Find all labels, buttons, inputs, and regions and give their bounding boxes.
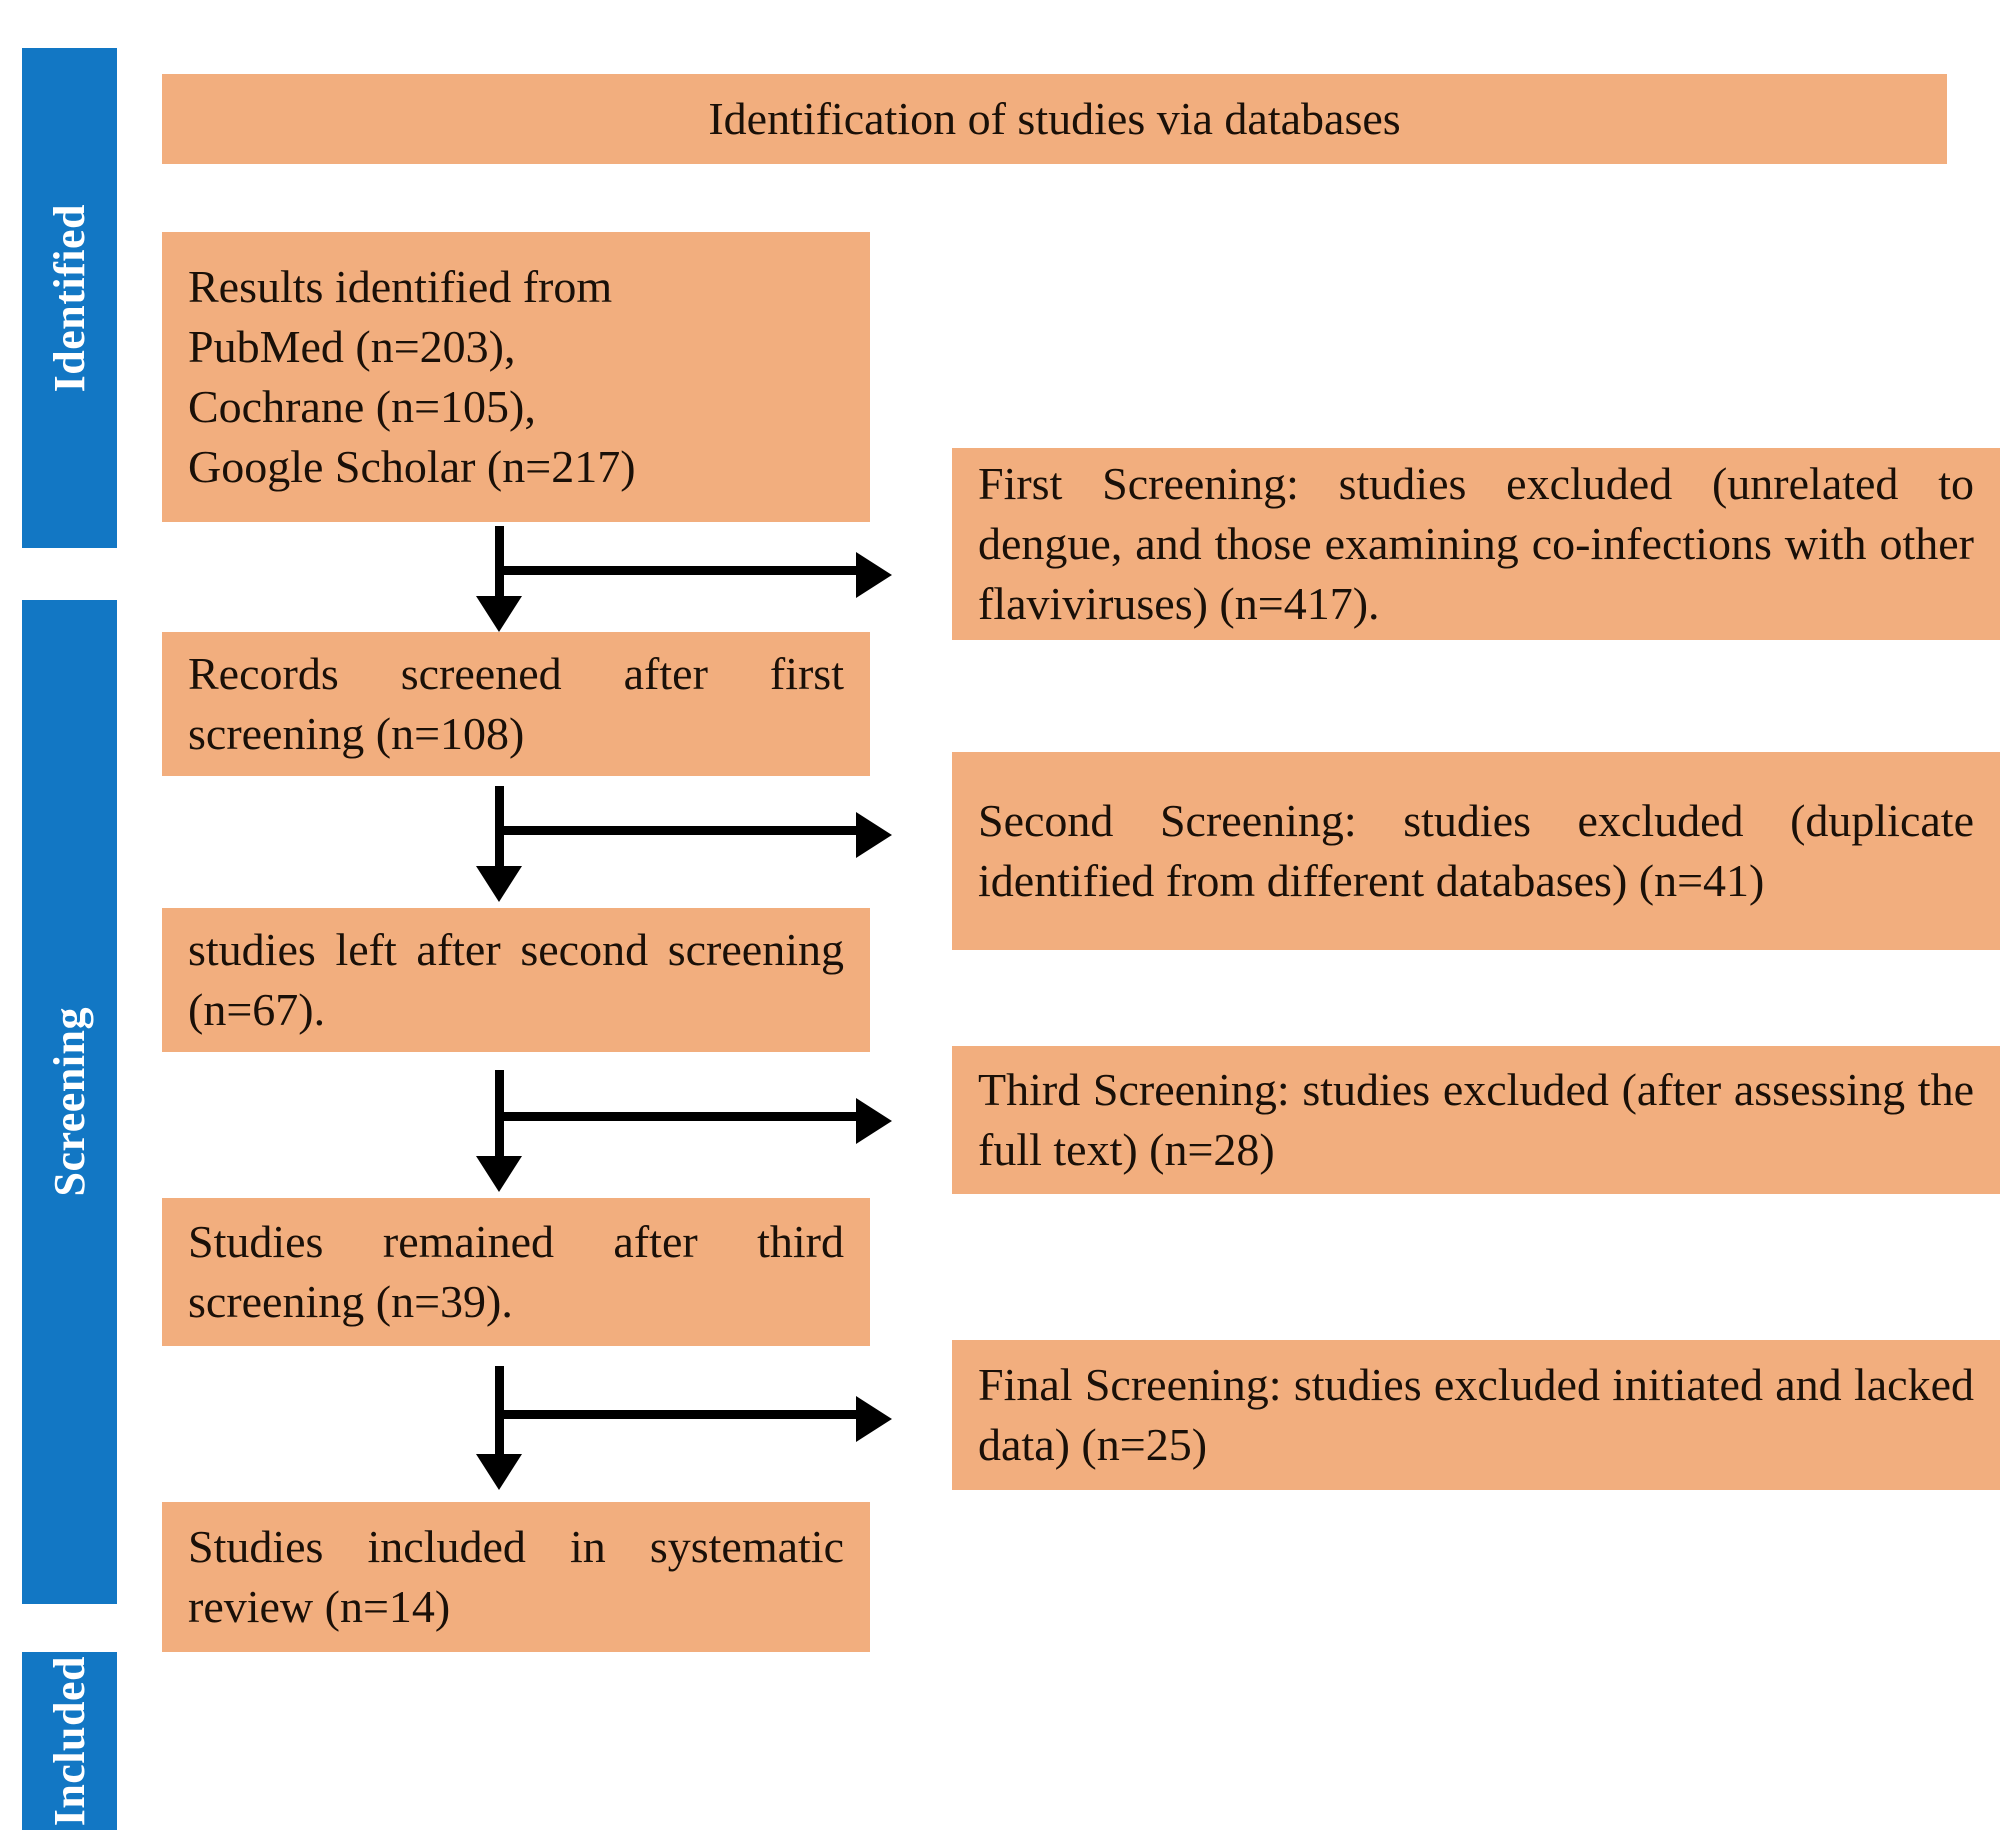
box-first-screening-excluded-text: First Screening: studies excluded (unrel…: [978, 458, 1974, 629]
connector-2-horizontal-line: [495, 826, 866, 835]
box-records-identified: Results identified from PubMed (n=203), …: [162, 232, 870, 522]
box-records-after-first-screening: Records screened after first screening (…: [162, 632, 870, 776]
stage-bar-included: Included: [22, 1652, 117, 1830]
stage-label-screening: Screening: [45, 1007, 94, 1197]
stage-label-included: Included: [45, 1655, 94, 1827]
box-third-screening-excluded: Third Screening: studies excluded (after…: [952, 1046, 2000, 1194]
box-studies-after-second-screening-text: studies left after second screening (n=6…: [188, 924, 844, 1035]
box-records-identified-text: Results identified from PubMed (n=203), …: [188, 261, 636, 492]
connector-3-down-arrowhead: [476, 1156, 522, 1192]
box-studies-included-text: Studies included in systematic review (n…: [188, 1521, 844, 1632]
box-records-after-first-screening-text: Records screened after first screening (…: [188, 648, 844, 759]
box-final-screening-excluded: Final Screening: studies excluded initia…: [952, 1340, 2000, 1490]
connector-1-horizontal-line: [495, 566, 866, 575]
box-final-screening-excluded-text: Final Screening: studies excluded initia…: [978, 1359, 1974, 1470]
connector-3-horizontal-line: [495, 1112, 866, 1121]
connector-1-down-arrowhead: [476, 596, 522, 632]
stage-bar-screening: Screening: [22, 600, 117, 1604]
diagram-header-label: Identification of studies via databases: [708, 93, 1401, 145]
box-studies-after-third-screening-text: Studies remained after third screening (…: [188, 1216, 844, 1327]
box-studies-after-third-screening: Studies remained after third screening (…: [162, 1198, 870, 1346]
diagram-header-banner: Identification of studies via databases: [162, 74, 1947, 164]
connector-1-right-arrowhead: [856, 552, 892, 598]
box-first-screening-excluded: First Screening: studies excluded (unrel…: [952, 448, 2000, 640]
box-third-screening-excluded-text: Third Screening: studies excluded (after…: [978, 1064, 1974, 1175]
stage-label-identified: Identified: [45, 203, 94, 393]
connector-4-horizontal-line: [495, 1410, 866, 1419]
connector-4-down-arrowhead: [476, 1454, 522, 1490]
connector-3-right-arrowhead: [856, 1098, 892, 1144]
connector-2-right-arrowhead: [856, 812, 892, 858]
connector-2-down-arrowhead: [476, 866, 522, 902]
connector-4-right-arrowhead: [856, 1396, 892, 1442]
box-studies-included: Studies included in systematic review (n…: [162, 1502, 870, 1652]
box-second-screening-excluded-text: Second Screening: studies excluded (dupl…: [978, 795, 1974, 906]
stage-bar-identified: Identified: [22, 48, 117, 548]
box-second-screening-excluded: Second Screening: studies excluded (dupl…: [952, 752, 2000, 950]
box-studies-after-second-screening: studies left after second screening (n=6…: [162, 908, 870, 1052]
